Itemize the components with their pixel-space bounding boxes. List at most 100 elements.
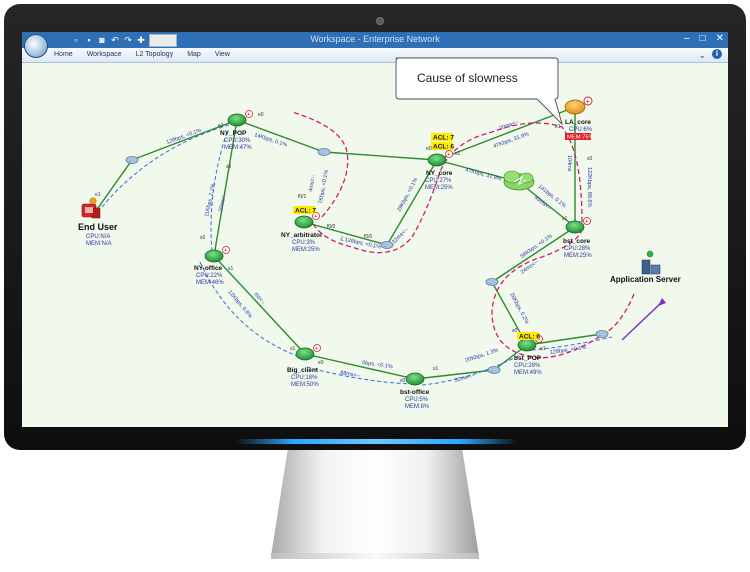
path-blue-1 xyxy=(101,123,233,208)
link-arb-switch3[interactable] xyxy=(303,221,388,246)
switch-icon[interactable]: ↔ xyxy=(317,148,331,156)
port-label: f0/0 xyxy=(327,224,336,230)
link-switch4-bstcore[interactable] xyxy=(491,226,576,283)
path-blue-2 xyxy=(210,131,228,253)
node-name-big-client: Big_client xyxy=(287,367,319,374)
switch-icon[interactable]: ↔ xyxy=(485,278,499,286)
node-mem-bst-pop: MEM:49% xyxy=(514,370,542,376)
router-bst-core[interactable]: + xyxy=(565,217,591,234)
router-ny-office[interactable]: + xyxy=(204,246,230,263)
callout-cause-of-slowness: Cause of slowness xyxy=(395,57,563,126)
link-label: 128bps, <0.1% xyxy=(549,345,586,356)
link-nyoffice-bigclient[interactable] xyxy=(213,255,306,355)
open-icon[interactable]: ▪ xyxy=(87,35,91,45)
switch-icon[interactable]: ↔ xyxy=(380,241,394,249)
mem-alert-badge xyxy=(565,133,591,140)
router-ny-core[interactable]: + xyxy=(427,150,453,167)
node-mem-bst-core: MEM:25% xyxy=(564,253,592,259)
link-cloud-bstcore[interactable] xyxy=(518,181,576,228)
tab-map[interactable]: Map xyxy=(187,51,201,58)
router-ny-pop[interactable]: + xyxy=(227,110,253,127)
save-icon[interactable]: ◙ xyxy=(99,35,105,45)
node-cpu-end-user: CPU:N/A xyxy=(86,234,110,240)
switch-icon[interactable]: ↔ xyxy=(125,156,139,164)
node-name-ny-pop: NY_POP xyxy=(220,130,247,137)
alert-icon xyxy=(245,110,253,118)
svg-text:↔: ↔ xyxy=(490,368,494,373)
link-label: 122Kbps, 88.6% xyxy=(586,167,592,207)
link-label: 96Kbps, <0.1% xyxy=(520,233,554,259)
link-label: 4ms<-- xyxy=(308,174,317,192)
path-blue-5 xyxy=(421,353,523,386)
alert-plus-icon: + xyxy=(224,248,227,254)
link-switch2-nycore[interactable] xyxy=(323,151,438,161)
link-nycore-lacore[interactable] xyxy=(436,106,576,161)
minimize-icon[interactable]: – xyxy=(684,33,690,44)
link-bstpop-switch6[interactable] xyxy=(526,333,603,346)
link-enduser-switch1[interactable] xyxy=(92,159,133,216)
alert-plus-icon: + xyxy=(447,152,450,158)
link-nypop-switch2[interactable] xyxy=(236,119,325,153)
close-icon[interactable]: ✕ xyxy=(715,33,724,44)
link-label: 14Kbps, 0.1% xyxy=(253,132,288,148)
title-bar: ▫ ▪ ◙ ↶ ↷ ✚ Workspace - Enterprise Netwo… xyxy=(22,32,728,48)
topology-map[interactable]: ↔ ↔ ↔ ↔ ↔ ↔ + xyxy=(22,32,728,427)
tab-home[interactable]: Home xyxy=(54,51,73,58)
port-label: e1 xyxy=(540,346,546,352)
link-label: 104ms xyxy=(566,155,572,172)
port-label: s0 xyxy=(587,156,593,162)
svg-text:↔: ↔ xyxy=(320,150,324,155)
node-name-ny-office: NY-office xyxy=(194,265,223,272)
tab-workspace[interactable]: Workspace xyxy=(86,51,122,58)
quick-access-toolbar: ▫ ▪ ◙ ↶ ↷ ✚ xyxy=(52,34,177,47)
link-switch1-nypop[interactable] xyxy=(131,119,238,161)
link-bigclient-bstoffice[interactable] xyxy=(304,353,416,380)
monitor-stand xyxy=(271,450,479,556)
link-label: 32ms<-- xyxy=(454,373,475,384)
tab-l2-topology[interactable]: L2 Topology xyxy=(135,51,174,58)
link-label: 20ms<-- xyxy=(218,191,228,212)
port-label: e1 xyxy=(218,123,224,129)
alert-plus-icon: + xyxy=(314,214,317,220)
link-label: 20Kbps, 0.2% xyxy=(508,292,529,325)
switch-icon[interactable]: ↔ xyxy=(595,330,609,338)
path-blue-6 xyxy=(531,336,613,351)
port-label: f0/1 xyxy=(298,194,307,200)
router-big-client[interactable]: + xyxy=(295,344,321,361)
info-icon[interactable]: i xyxy=(712,49,722,59)
acl-label: ACL: 7 xyxy=(295,208,316,215)
node-cpu-ny-core: CPU:27% xyxy=(425,178,452,184)
acl-label: ACL: 6 xyxy=(519,334,540,341)
alert-icon xyxy=(445,150,453,158)
svg-text:↔: ↔ xyxy=(488,280,492,285)
chevron-down-icon[interactable]: ⌄ xyxy=(698,50,706,60)
undo-icon[interactable]: ↶ xyxy=(111,35,119,45)
alert-icon xyxy=(222,246,230,254)
add-icon[interactable]: ✚ xyxy=(137,35,145,45)
node-mem-end-user: MEM:N/A xyxy=(86,241,112,247)
maximize-icon[interactable]: □ xyxy=(699,33,706,44)
node-mem-la-core: MEM:75% xyxy=(567,135,594,141)
server-icon[interactable] xyxy=(641,250,661,275)
cloud-icon[interactable] xyxy=(503,170,535,191)
router-bst-office[interactable] xyxy=(405,372,425,386)
router-la-core[interactable]: + xyxy=(564,96,593,115)
new-icon[interactable]: ▫ xyxy=(74,35,78,45)
node-name-bst-pop: bst_POP xyxy=(514,355,542,362)
node-mem-ny-core: MEM:25% xyxy=(425,185,453,191)
node-mem-big-client: MEM:50% xyxy=(291,382,319,388)
link-nypop-nyoffice[interactable] xyxy=(213,119,238,257)
alert-icon xyxy=(313,344,321,352)
router-ny-arbitrator[interactable]: + xyxy=(294,212,320,229)
app-logo-icon[interactable] xyxy=(24,34,48,58)
link-label: 7Kbps, <0.1% xyxy=(318,169,330,204)
redo-icon[interactable]: ↷ xyxy=(124,35,132,45)
port-label: e1 xyxy=(555,124,561,130)
end-user-icon[interactable] xyxy=(81,197,101,219)
node-cpu-ny-pop: CPU:30% xyxy=(224,138,251,144)
tab-view[interactable]: View xyxy=(214,51,230,58)
switch-icon[interactable]: ↔ xyxy=(487,366,501,374)
zoom-box[interactable] xyxy=(149,34,177,47)
arrowhead-icon xyxy=(658,298,666,306)
link-switch3-nycore[interactable] xyxy=(386,159,438,246)
